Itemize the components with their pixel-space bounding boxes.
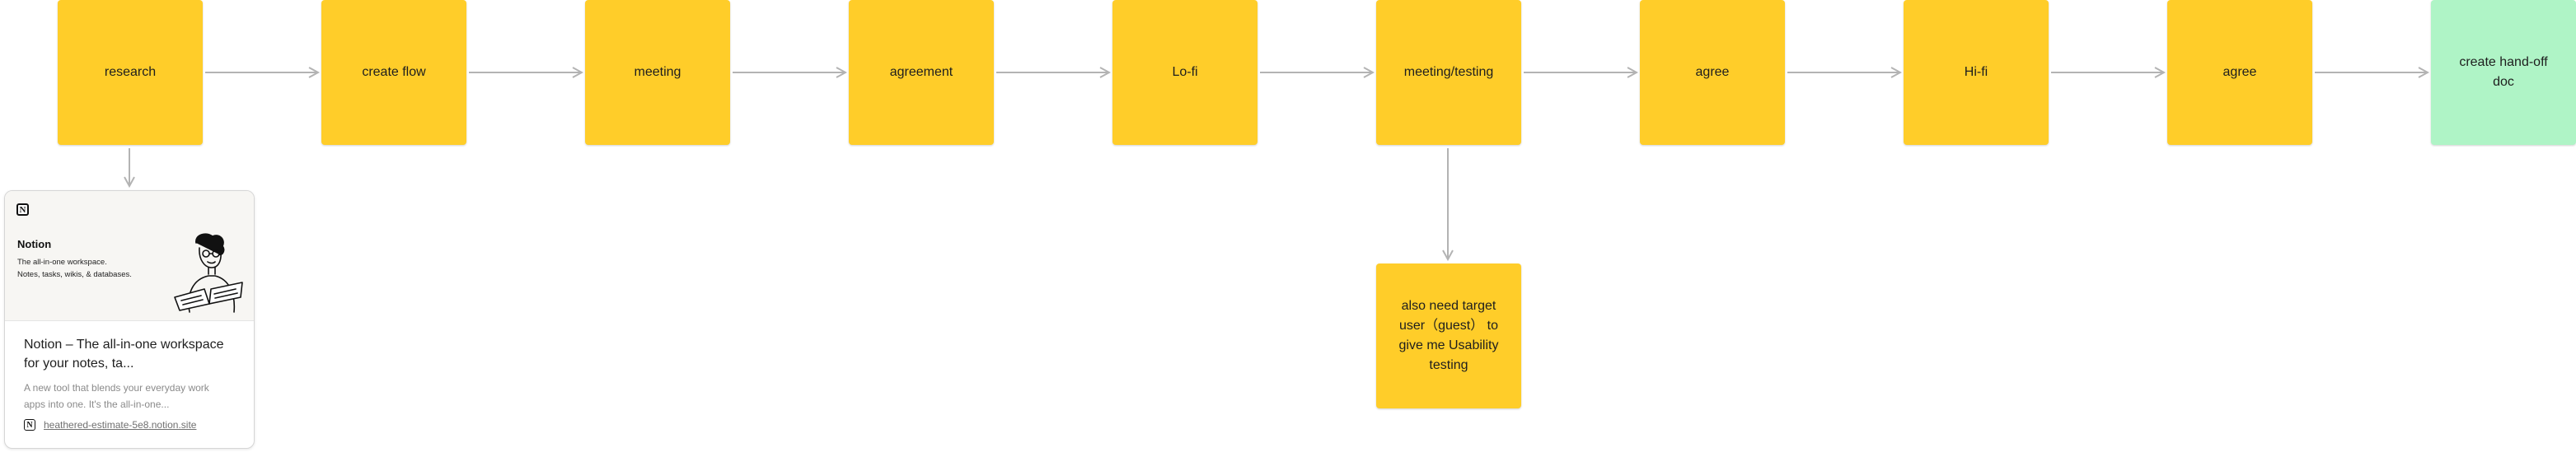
preview-subtitle-line-2: Notes, tasks, wikis, & databases. xyxy=(17,270,132,279)
node-meeting-testing[interactable]: meeting/testing xyxy=(1376,0,1521,145)
node-agreement[interactable]: agreement xyxy=(849,0,994,145)
node-meeting[interactable]: meeting xyxy=(585,0,730,145)
node-agree[interactable]: agree xyxy=(1640,0,1785,145)
node-create-flow[interactable]: create flow xyxy=(321,0,466,145)
node-label: create flow xyxy=(362,65,426,79)
node-label: research xyxy=(104,65,157,79)
preview-title: Notion xyxy=(17,238,52,250)
node-label: Hi-fi xyxy=(1964,65,1988,79)
node-handoff-doc[interactable]: create hand-off doc xyxy=(2431,0,2576,145)
notion-favicon-icon: N xyxy=(24,419,35,431)
node-label: meeting/testing xyxy=(1403,65,1494,79)
node-research[interactable]: research xyxy=(58,0,203,145)
node-label: agree xyxy=(2222,65,2257,79)
node-hifi[interactable]: Hi-fi xyxy=(1904,0,2049,145)
node-label: create hand-off doc xyxy=(2459,55,2548,89)
note-label: also need target user（guest） to give me … xyxy=(1398,299,1499,372)
notion-logo-icon: N xyxy=(16,203,29,216)
reading-person-illustration-icon xyxy=(174,233,243,313)
card-preview-image: N Notion The all-in-one workspace. Notes… xyxy=(5,191,254,321)
node-label: meeting xyxy=(634,65,681,79)
node-lofi[interactable]: Lo-fi xyxy=(1112,0,1258,145)
preview-subtitle-line-1: The all-in-one workspace. xyxy=(17,258,107,267)
preview-subtitle: The all-in-one workspace. Notes, tasks, … xyxy=(17,256,132,281)
notion-link-card[interactable]: N Notion The all-in-one workspace. Notes… xyxy=(4,190,255,449)
card-title: Notion – The all-in-one workspace for yo… xyxy=(24,338,224,371)
node-label: agree xyxy=(1695,65,1730,79)
card-description: A new tool that blends your everyday wor… xyxy=(24,382,209,410)
card-url-link[interactable]: heathered-estimate-5e8.notion.site xyxy=(44,419,197,431)
node-label: Lo-fi xyxy=(1172,65,1198,79)
node-label: agreement xyxy=(889,65,953,79)
note-usability-testing[interactable]: also need target user（guest） to give me … xyxy=(1376,263,1521,408)
node-agree[interactable]: agree xyxy=(2167,0,2312,145)
